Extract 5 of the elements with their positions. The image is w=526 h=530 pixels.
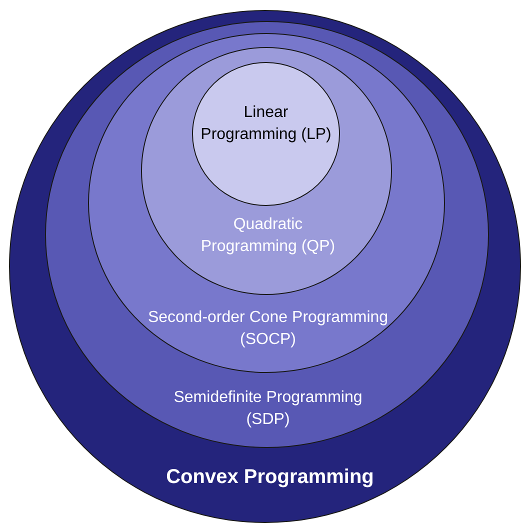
region-label: Quadratic Programming (QP) — [200, 215, 336, 257]
region-label: Linear Programming (LP) — [200, 103, 332, 145]
region-label: Semidefinite Programming (SDP) — [172, 388, 364, 430]
region-label: Second-order Cone Programming (SOCP) — [146, 308, 390, 350]
region-label: Convex Programming — [165, 466, 375, 488]
